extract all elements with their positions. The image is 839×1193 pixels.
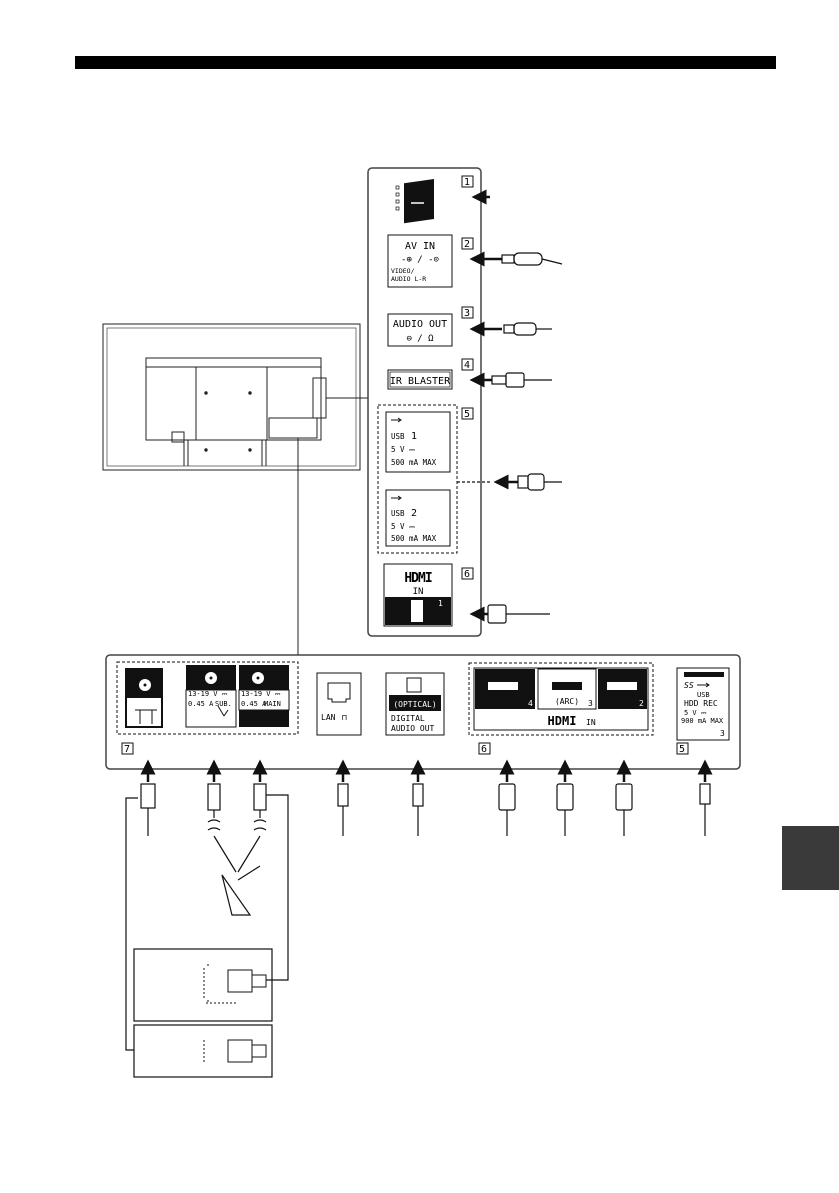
usb-icon [391,496,401,500]
av-in-symbols: -⊕ / -⊙ [401,255,439,265]
hdmi-in-label: IN [413,587,424,597]
side-number-labels: 1 2 3 4 5 6 [462,176,473,580]
svg-text:13-19 V ⎓: 13-19 V ⎓ [188,690,228,698]
bottom-panel: 13-19 V ⎓ 0.45 A SUB. 13-19 V ⎓ 0.45 A M… [106,655,740,769]
svg-text:7: 7 [124,744,130,755]
av-in-line1: VIDEO/ [391,267,415,275]
svg-text:6: 6 [464,569,470,580]
satellite-main-port: 13-19 V ⎓ 0.45 A MAIN [239,665,289,727]
satellite-dish-icon [222,875,250,915]
audio-out-title: AUDIO OUT [393,319,447,330]
svg-text:5: 5 [679,744,685,755]
hdmi-side-port: HDMI IN 1 [384,564,452,626]
tv-rear-view [103,324,368,655]
svg-text:SUB.: SUB. [215,700,232,708]
svg-text:LAN: LAN [321,713,336,722]
svg-text:AUDIO OUT: AUDIO OUT [391,724,435,733]
hdmi-bottom-group: 4 (ARC) 3 2 HDMI IN [469,663,653,735]
usb2-volt: 5 V ⎓ [391,522,416,531]
svg-text:USB: USB [697,691,710,699]
svg-text:MAIN: MAIN [264,700,281,708]
svg-text:3: 3 [720,729,725,738]
svg-text:1: 1 [464,177,470,188]
svg-text:SS: SS [684,681,694,690]
svg-text:5: 5 [464,409,470,420]
svg-text:HDD REC: HDD REC [684,699,718,708]
svg-text:4: 4 [528,699,533,708]
svg-text:5 V ⎓: 5 V ⎓ [684,709,707,717]
optical-port: (OPTICAL) DIGITAL AUDIO OUT [386,673,444,735]
svg-text:IN: IN [586,718,596,727]
svg-text:4: 4 [464,360,470,371]
usb2-label: USB [391,509,405,518]
usb-hdd-port: SS USB HDD REC 5 V ⎓ 900 mA MAX 3 [677,668,729,740]
antenna-port [125,668,163,728]
usb-icon [391,418,401,422]
usb2-amp: 500 mA MAX [391,534,437,543]
svg-text:2: 2 [464,239,470,250]
card-slot-port [396,179,434,223]
svg-text:DIGITAL: DIGITAL [391,714,425,723]
usb-side-group: USB 1 5 V ⎓ 500 mA MAX USB 2 5 V ⎓ 500 m… [378,405,457,553]
headphone-icon: ⊖ / Ω [406,334,434,344]
hdmi-logo: HDMI [404,571,431,586]
usb1-amp: 500 mA MAX [391,458,437,467]
hdmi-port-number: 1 [438,599,443,608]
svg-text:6: 6 [481,744,487,755]
svg-text:3: 3 [588,699,593,708]
usb-icon [697,683,709,687]
connector-detail-insets [126,795,288,1077]
svg-text:0.45 A: 0.45 A [188,700,214,708]
ir-blaster-port: IR BLASTER [388,370,452,389]
svg-text:(OPTICAL): (OPTICAL) [393,700,436,709]
bottom-number-labels: 7 6 5 [122,743,688,755]
lan-port: LAN ⊓ [317,673,361,735]
side-panel: AV IN -⊕ / -⊙ VIDEO/ AUDIO L-R AUDIO OUT… [368,168,562,636]
av-in-port: AV IN -⊕ / -⊙ VIDEO/ AUDIO L-R [388,235,452,287]
ir-blaster-label: IR BLASTER [390,376,451,387]
svg-text:13-19 V ⎓: 13-19 V ⎓ [241,690,281,698]
satellite-sub-port: 13-19 V ⎓ 0.45 A SUB. [186,665,236,727]
svg-text:2: 2 [639,699,644,708]
audio-out-port: AUDIO OUT ⊖ / Ω [388,314,452,346]
lan-icon: ⊓ [342,713,347,722]
usb1-number: 1 [411,431,417,442]
usb1-label: USB [391,432,405,441]
hdmi-logo: HDMI [548,714,577,728]
svg-text:900 mA MAX: 900 mA MAX [681,717,724,725]
av-in-line2: AUDIO L-R [391,275,426,283]
svg-text:3: 3 [464,308,470,319]
usb1-volt: 5 V ⎓ [391,445,416,454]
usb2-number: 2 [411,508,417,519]
svg-text:(ARC): (ARC) [555,697,579,706]
av-in-title: AV IN [405,241,435,252]
bottom-connectors [141,762,710,915]
